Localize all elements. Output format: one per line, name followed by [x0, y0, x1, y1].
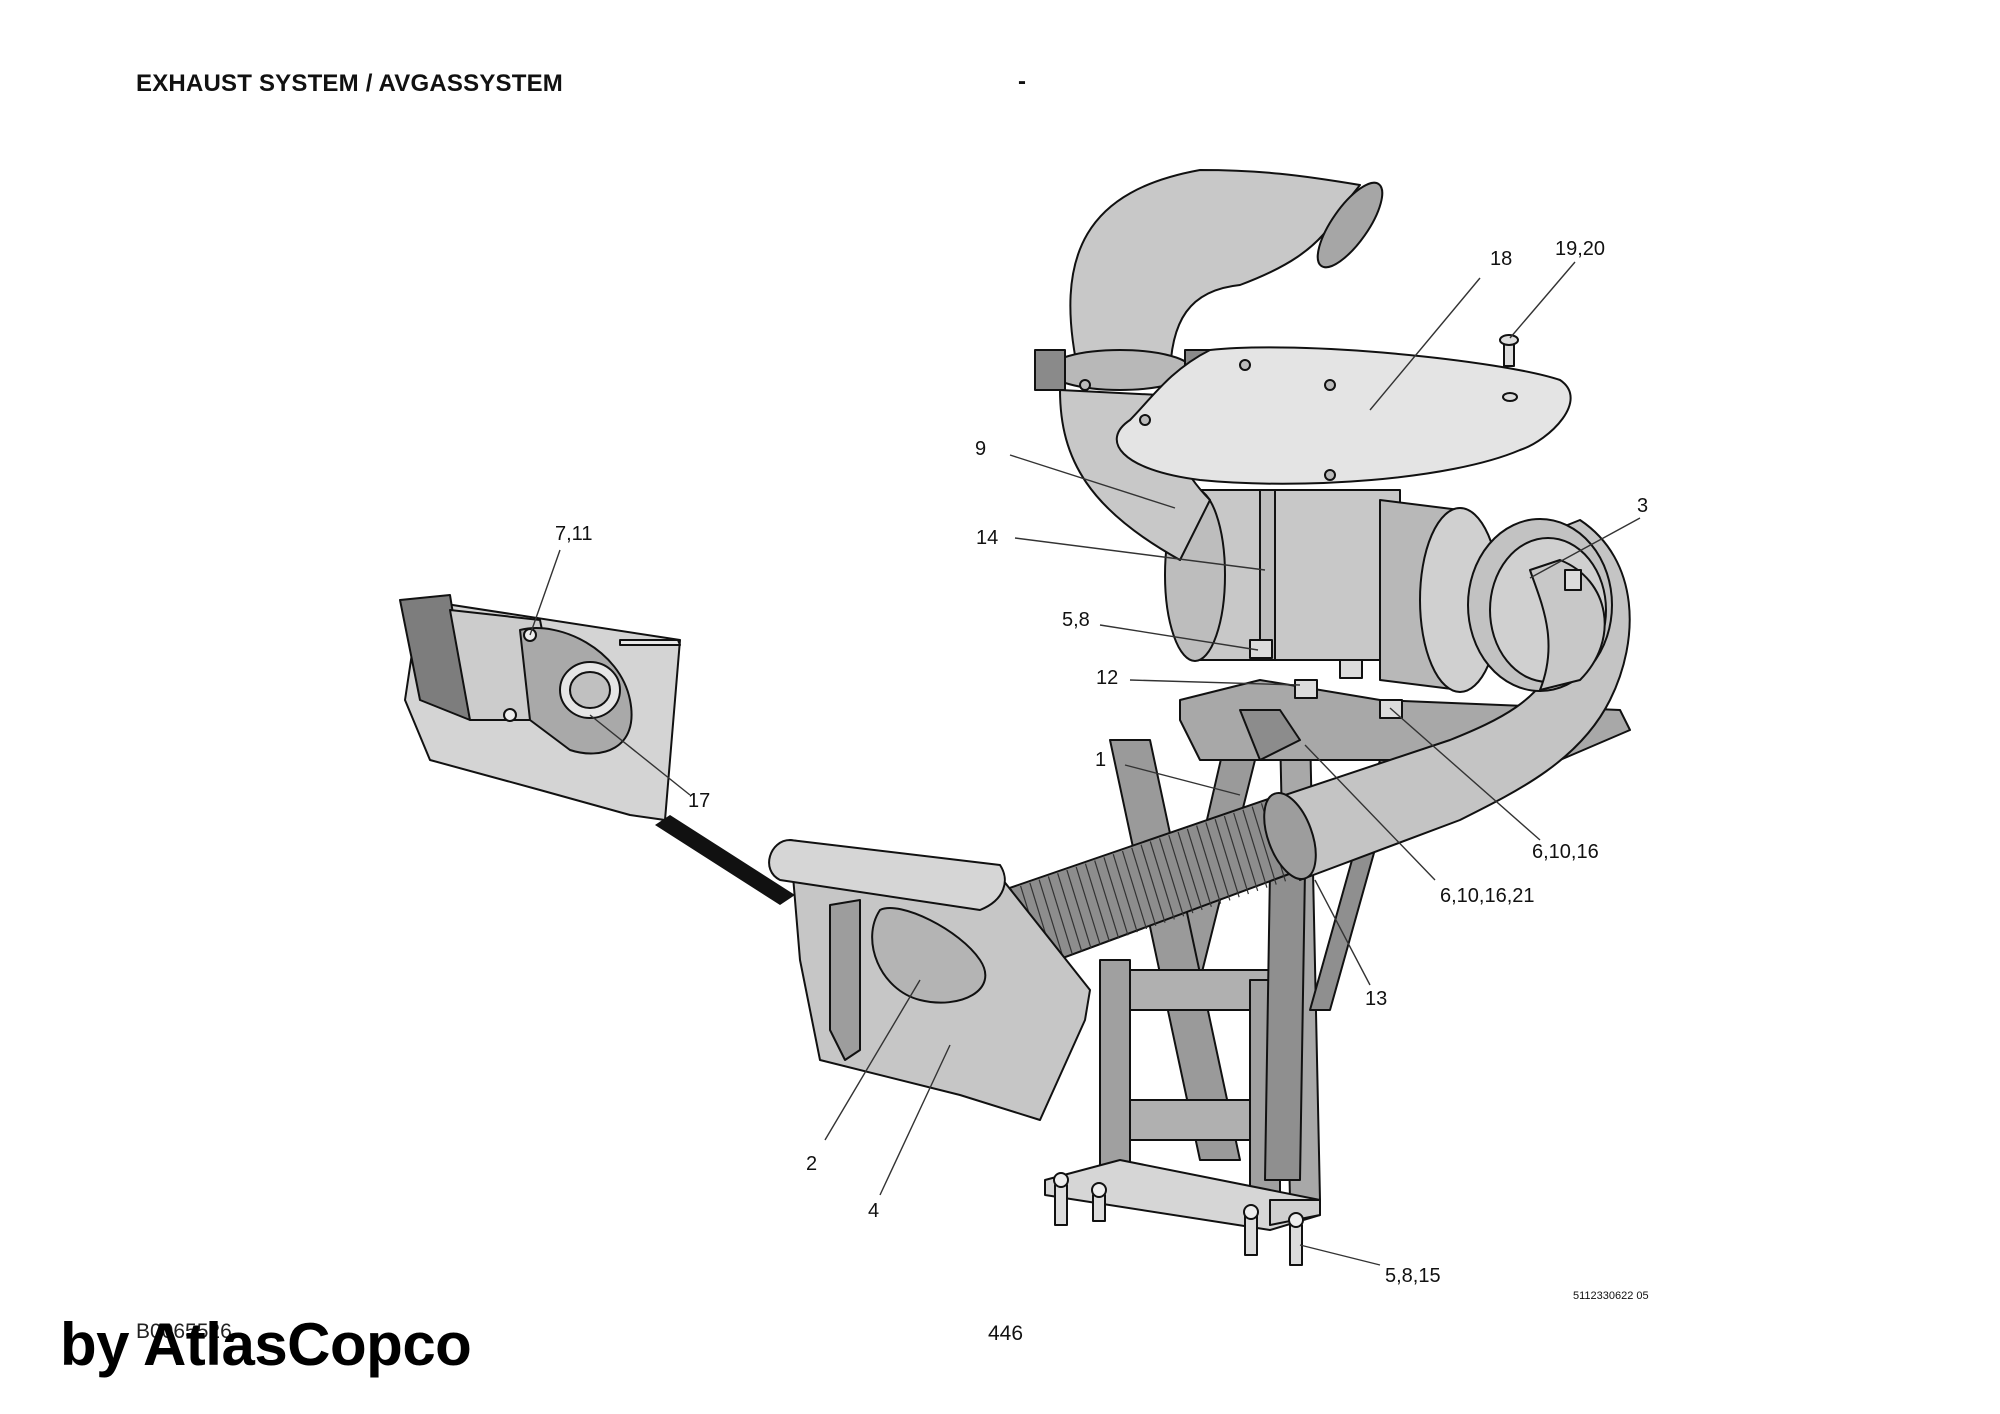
page-dash: - [1018, 68, 1026, 95]
upper-pipe [1034, 169, 1384, 561]
hose-rib [1066, 869, 1092, 949]
hose-rib [1121, 850, 1148, 930]
brand-watermark: by AtlasCopco [60, 1311, 472, 1378]
inset-pointer [655, 815, 795, 905]
hose-rib [1103, 857, 1129, 936]
hose-rib [1242, 809, 1268, 888]
callout-5-8-15: 5,8,15 [1385, 1265, 1441, 1287]
callout-3: 3 [1637, 495, 1648, 517]
callout-19-20: 19,20 [1555, 238, 1605, 260]
callout-14: 14 [976, 527, 998, 549]
callout-4: 4 [868, 1200, 879, 1222]
callout-6-10-16-21: 6,10,16,21 [1440, 885, 1535, 907]
hose-rib [1186, 828, 1212, 907]
hose-rib [1168, 834, 1194, 914]
hose-rib [1140, 844, 1166, 923]
callout-18: 18 [1490, 248, 1512, 270]
callout-6-10-16: 6,10,16 [1532, 841, 1599, 863]
callout-12: 12 [1096, 667, 1118, 689]
callout-2: 2 [806, 1153, 817, 1175]
callout-7-11: 7,11 [555, 523, 592, 545]
document-id: 5112330622 05 [1573, 1290, 1649, 1302]
page-number: 446 [988, 1322, 1024, 1345]
hose-rib [1158, 838, 1185, 917]
hose-rib [1205, 822, 1231, 901]
hose-rib [1149, 841, 1175, 920]
callout-5-8: 5,8 [1062, 609, 1090, 631]
support-frame [1044, 719, 1401, 1266]
page-title: EXHAUST SYSTEM / AVGASSYSTEM [136, 70, 563, 97]
callout-labels: 18 19,20 9 3 14 7,11 5,8 12 1 17 6,10,16… [555, 238, 1648, 1287]
leader-lines [529, 261, 1641, 1266]
hose-rib [1094, 860, 1120, 939]
callout-1: 1 [1095, 749, 1106, 771]
hose-rib [1047, 876, 1073, 955]
callout-13: 13 [1365, 988, 1387, 1010]
figure-code: B0065526 [136, 1320, 232, 1343]
hose-rib [1112, 854, 1138, 933]
hose-rib [1075, 866, 1101, 946]
hose-rib [1251, 806, 1277, 885]
hose-rib [1131, 847, 1157, 926]
callout-17: 17 [688, 790, 710, 812]
hose-rib [1214, 819, 1240, 898]
hose-rib [1196, 825, 1222, 904]
hose-rib [1057, 873, 1083, 952]
hose-rib [1233, 812, 1259, 892]
hose-rib [1038, 879, 1064, 958]
cover-plate [1079, 334, 1572, 485]
heat-shield [768, 839, 1091, 1121]
hose-rib [1084, 863, 1111, 942]
hose-rib [1177, 831, 1203, 911]
inset-detail [399, 594, 795, 905]
callout-9: 9 [975, 438, 986, 460]
hose-rib [1223, 815, 1249, 895]
